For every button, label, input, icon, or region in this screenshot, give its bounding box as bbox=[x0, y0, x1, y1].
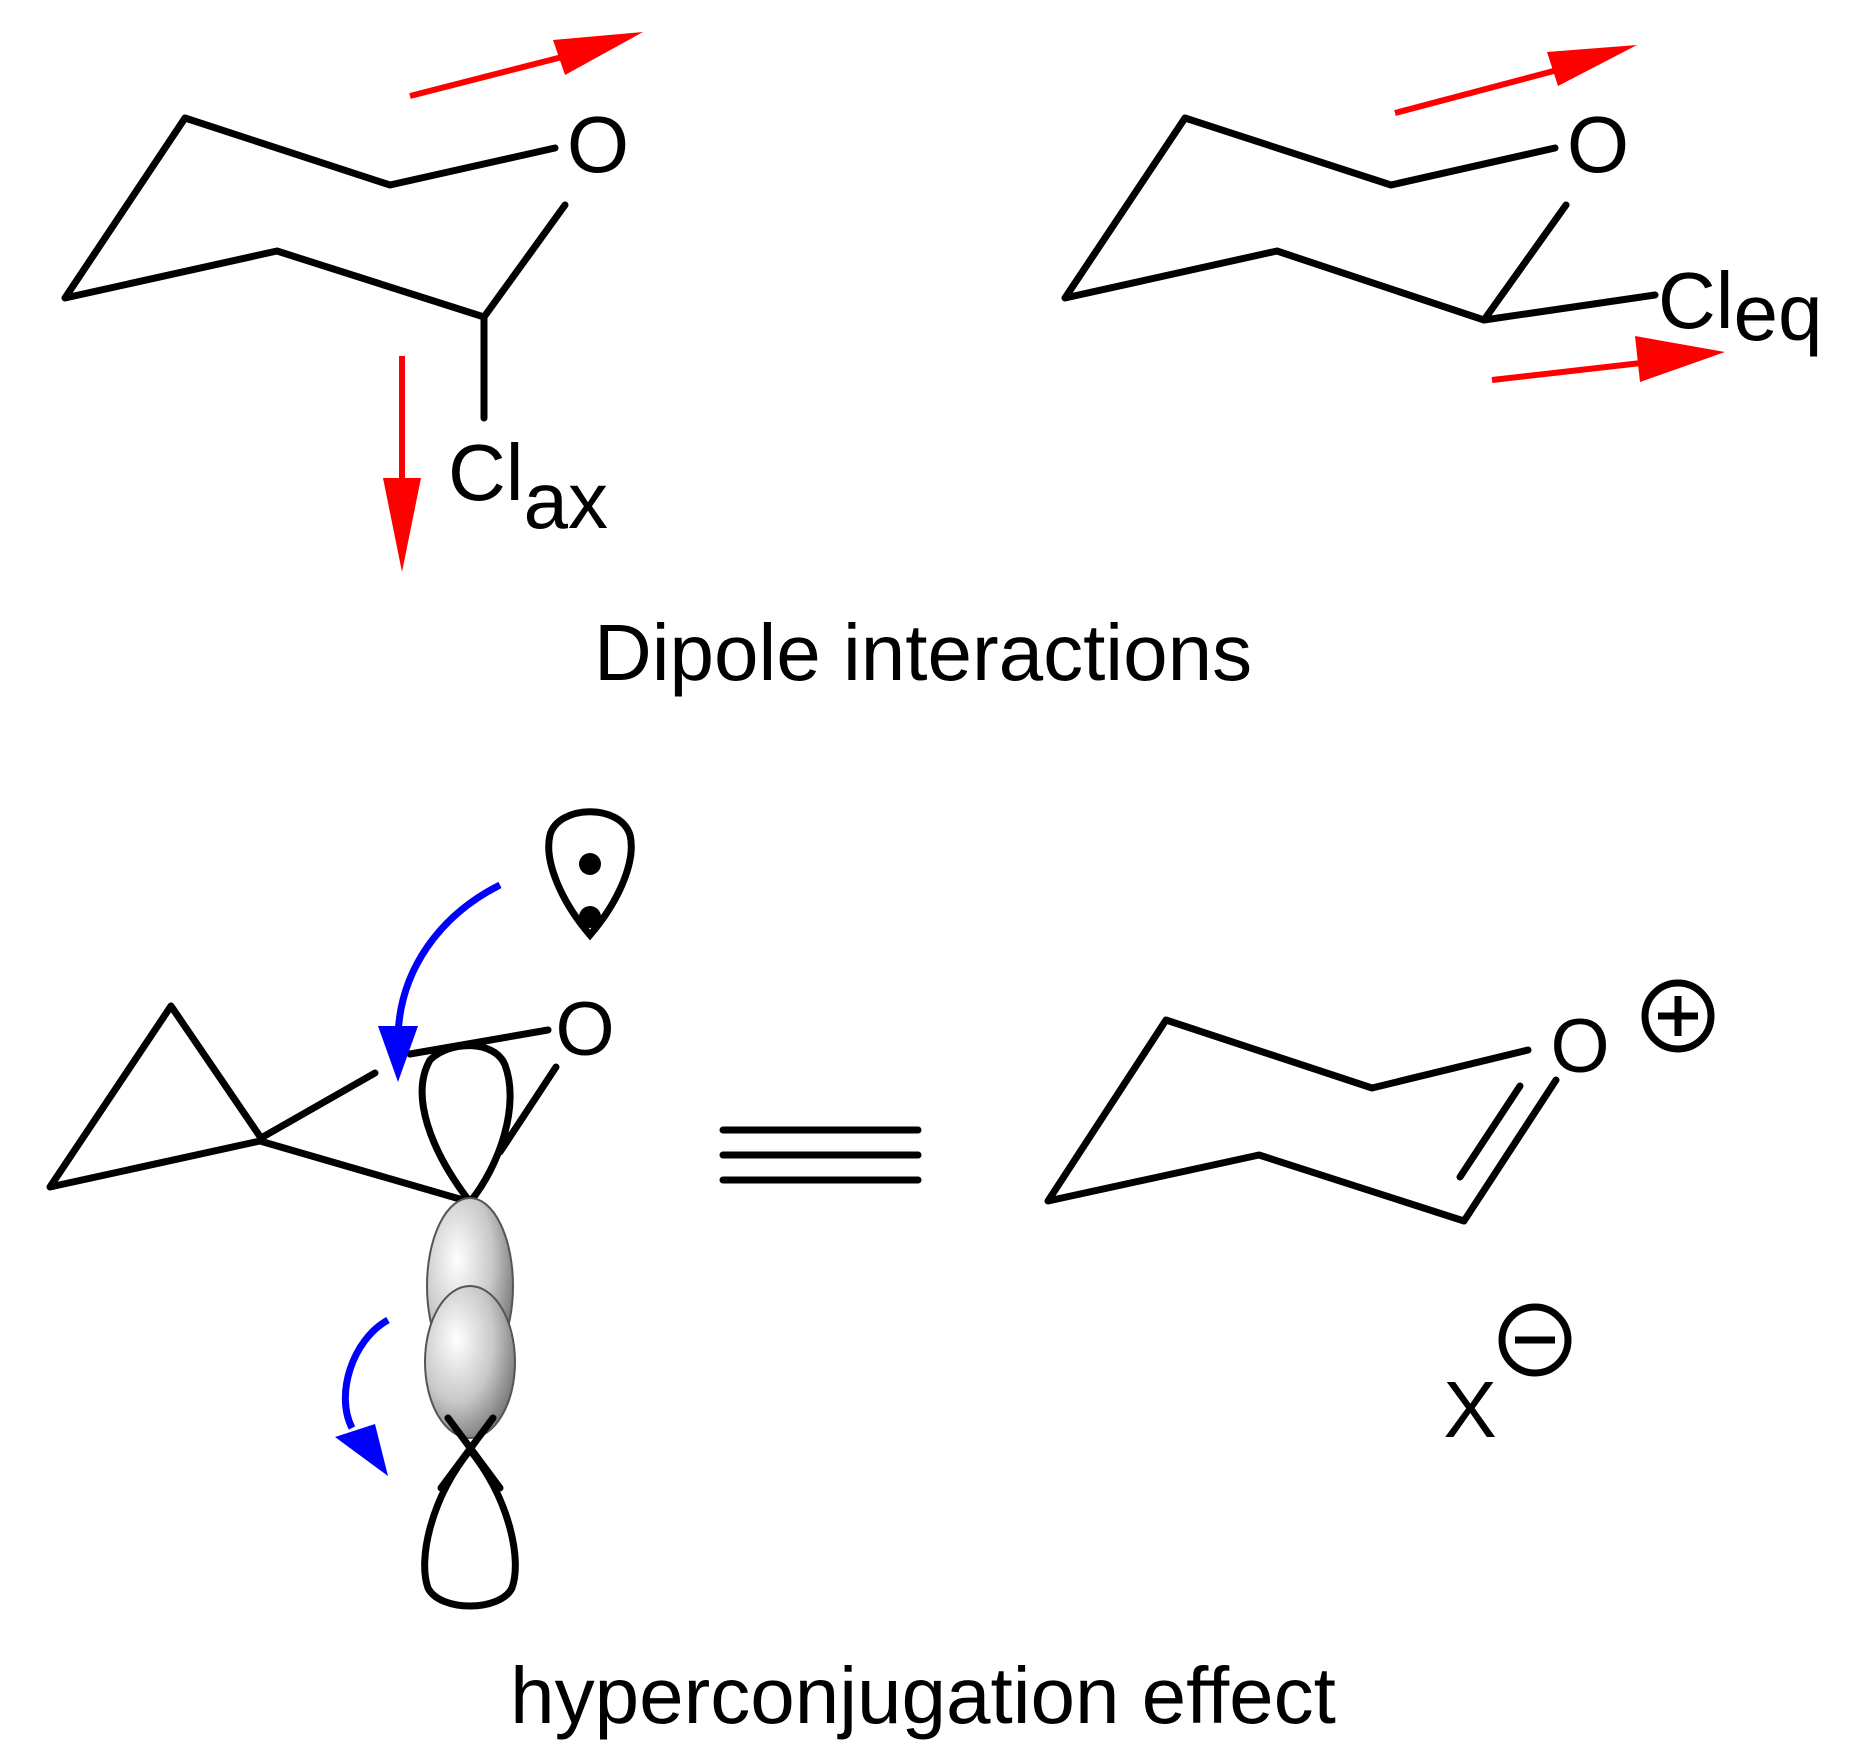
minus-charge-icon bbox=[1498, 1303, 1572, 1377]
lower-orbital-lobe bbox=[421, 1444, 519, 1610]
oxocarbenium-oxygen-label: O bbox=[1550, 1004, 1609, 1089]
orbital-ring-oxygen-label: O bbox=[555, 987, 614, 1072]
equivalence-symbol bbox=[719, 1126, 922, 1184]
lone-pair-donation-arrow bbox=[378, 881, 502, 1082]
equatorial-ring-dipole-arrow bbox=[1394, 45, 1637, 116]
equatorial-ring-bonds bbox=[1061, 114, 1570, 324]
equatorial-chloro-tetrahydropyran: O Cleq bbox=[1061, 45, 1823, 383]
leaving-group-departure-arrow bbox=[335, 1316, 390, 1476]
orbital-c-o-bond-upper bbox=[406, 1026, 552, 1058]
sigma-star-orbital-icon bbox=[424, 1197, 516, 1439]
equatorial-ring-oxygen-label: O bbox=[1567, 100, 1629, 189]
upper-orbital-lobe bbox=[418, 1042, 514, 1208]
axial-ring-dipole-arrow bbox=[409, 32, 643, 99]
equatorial-chlorine-label: Cleq bbox=[1658, 256, 1823, 357]
dipole-interactions-caption: Dipole interactions bbox=[594, 608, 1252, 697]
axial-c-cl-dipole-arrow bbox=[383, 356, 421, 572]
axial-ring-bonds bbox=[61, 114, 569, 321]
equatorial-c-cl-dipole-arrow bbox=[1491, 336, 1725, 383]
equatorial-c-cl-bond bbox=[1480, 291, 1659, 324]
lone-pair-electron-icon bbox=[579, 906, 601, 928]
lone-pair-electron-icon bbox=[579, 853, 601, 875]
counterion-label: X bbox=[1443, 1365, 1496, 1454]
hyperconjugation-effect-caption: hyperconjugation effect bbox=[510, 1651, 1336, 1740]
oxocarbenium-ring-bonds bbox=[1044, 1016, 1560, 1225]
axial-chloro-tetrahydropyran: O Clax bbox=[61, 32, 643, 572]
lone-pair-orbital-icon bbox=[545, 808, 635, 941]
orbital-c-o-bond bbox=[496, 1063, 560, 1156]
plus-charge-icon bbox=[1641, 979, 1715, 1053]
hyperconjugation-orbital-picture: O bbox=[46, 808, 635, 1610]
orbital-ring-bonds bbox=[46, 1002, 474, 1206]
oxocarbenium-double-bond-line bbox=[1456, 1082, 1524, 1181]
oxocarbenium-ion: O X bbox=[1044, 979, 1715, 1454]
axial-ring-oxygen-label: O bbox=[567, 100, 629, 189]
axial-chlorine-label: Clax bbox=[448, 428, 608, 545]
